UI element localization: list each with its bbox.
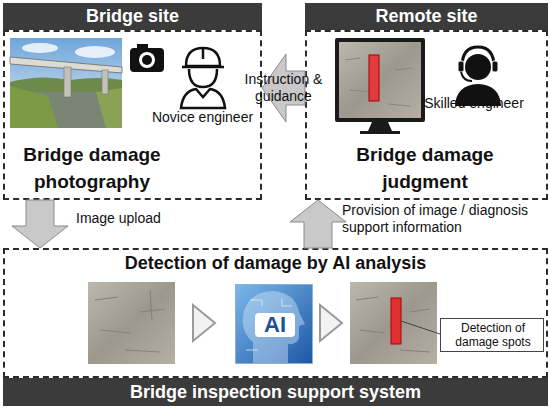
headset-mic <box>461 72 472 81</box>
photo-sky <box>10 38 122 128</box>
task-title: Bridge damage judgment <box>330 141 520 195</box>
camera-icon <box>130 44 164 72</box>
flow-chevron <box>193 305 215 341</box>
camera-top <box>137 44 148 50</box>
camera-lens-ring <box>139 52 155 68</box>
ai-head-silhouette <box>243 291 305 364</box>
operator-head <box>465 54 491 80</box>
result-image <box>350 282 440 364</box>
monitor-stand <box>368 122 392 131</box>
camera-lens <box>142 55 152 65</box>
panel-heading: Remote site <box>305 3 548 30</box>
bridge-photo <box>10 38 122 128</box>
headset-pad <box>492 61 498 72</box>
panel-heading: Bridge site <box>3 3 262 30</box>
monitor-base <box>360 131 400 134</box>
connector-label: Provision of image / diagnosis support i… <box>342 202 546 236</box>
photo-bridge-pier <box>102 70 108 94</box>
flow-chevron <box>320 305 342 341</box>
role-label: Skilled engineer <box>400 95 548 113</box>
photo-bank <box>96 88 122 128</box>
monitor-screen <box>339 42 421 118</box>
role-label: Novice engineer <box>140 109 265 127</box>
engineer-icon <box>181 48 225 108</box>
headset-band <box>462 47 494 67</box>
camera-body <box>130 48 164 72</box>
monitor-frame <box>335 38 425 122</box>
headset-pad <box>458 61 464 72</box>
block-arrow <box>12 200 68 248</box>
site-panel: Bridge siteNovice engineerBridge damage … <box>3 3 262 200</box>
helmet <box>186 48 220 66</box>
callout-box: Detection of damage spots <box>440 318 544 352</box>
ai-label: AI <box>255 313 295 337</box>
callout-leader <box>401 321 440 334</box>
helmet-brim <box>182 66 224 69</box>
damage-marker <box>369 55 379 101</box>
concrete-photo <box>350 282 437 364</box>
engineer-face <box>189 69 217 87</box>
engineer-body <box>181 89 225 108</box>
helmet-ridge <box>202 48 205 59</box>
concrete-texture <box>356 297 430 352</box>
input-image <box>88 282 175 364</box>
system-panel: Detection of damage by AI analysisBridge… <box>3 248 548 406</box>
ai-background <box>235 284 313 364</box>
damage-marker <box>391 298 401 344</box>
callout-text: Detection of damage spots <box>443 321 543 350</box>
task-title: Bridge damage photography <box>3 141 181 195</box>
ai-picture <box>235 284 313 364</box>
connector-label: Instruction & guidance <box>243 71 325 105</box>
site-panel: Remote siteSkilled engineerBridge damage… <box>305 3 548 200</box>
system-name: Bridge inspection support system <box>3 378 548 406</box>
photo-bank <box>10 86 58 128</box>
photo-cloud <box>75 46 115 58</box>
monitor-icon <box>335 38 425 134</box>
block-arrow <box>290 200 346 248</box>
process-title: Detection of damage by AI analysis <box>3 252 548 275</box>
ai-box: AI <box>235 284 313 364</box>
connector-label: Image upload <box>76 210 196 227</box>
concrete-texture <box>95 290 165 352</box>
photo-cloud <box>22 43 58 53</box>
photo-bridge-pier <box>64 67 71 97</box>
concrete-photo <box>88 282 175 364</box>
